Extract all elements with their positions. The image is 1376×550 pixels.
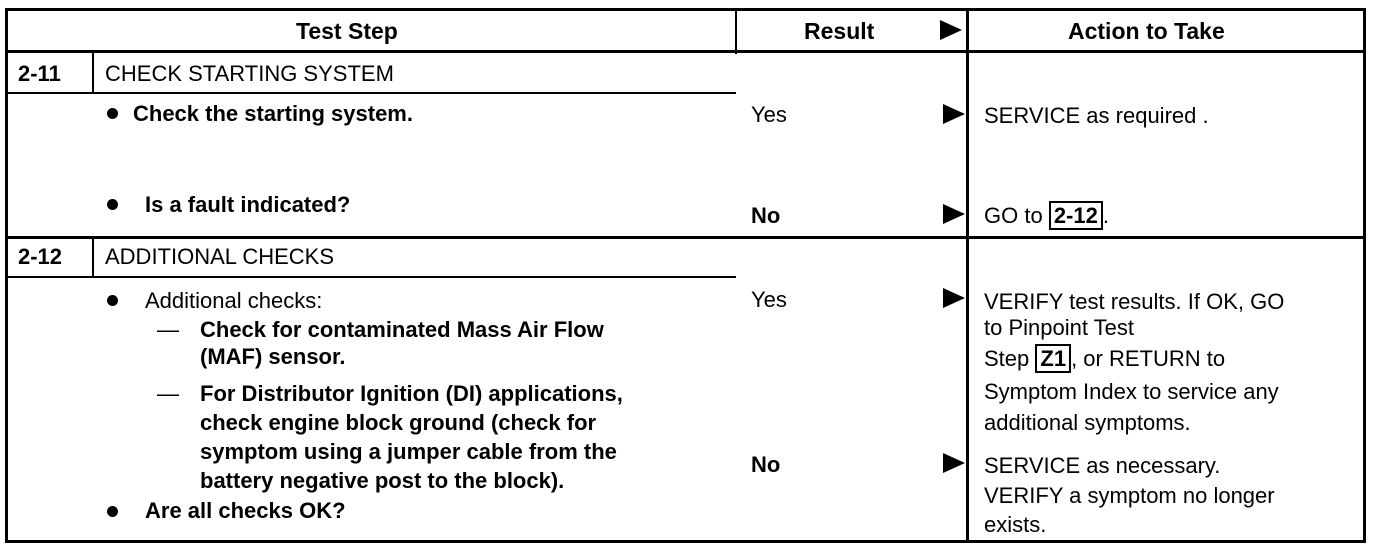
step-ref-link[interactable]: 2-12 bbox=[1048, 201, 1103, 230]
arrow-right-icon bbox=[943, 453, 965, 473]
arrow-right-icon bbox=[943, 288, 965, 308]
em-dash: — bbox=[157, 381, 179, 406]
action-step-line: Step Z1, or RETURN to bbox=[984, 344, 1226, 373]
col-divider-result bbox=[735, 8, 737, 54]
step-question: Is a fault indicated? bbox=[145, 192, 351, 217]
action-line: additional symptoms. bbox=[984, 410, 1191, 435]
bullet-icon bbox=[107, 506, 118, 517]
header-result: Result bbox=[804, 18, 875, 44]
action-text: SERVICE as required . bbox=[984, 103, 1209, 128]
action-goto: GO to 2-12. bbox=[984, 201, 1109, 230]
header-divider bbox=[5, 50, 1366, 53]
step-title: CHECK STARTING SYSTEM bbox=[105, 61, 394, 86]
action-line: VERIFY test results. If OK, GO bbox=[984, 289, 1285, 314]
action-line: exists. bbox=[984, 512, 1047, 537]
sub-instruction-line: check engine block ground (check for bbox=[200, 410, 597, 435]
action-goto-suffix: . bbox=[1102, 203, 1109, 228]
step-number-divider-2 bbox=[92, 236, 94, 278]
arrow-right-icon bbox=[943, 104, 965, 124]
bullet-icon bbox=[107, 295, 118, 306]
step-title: ADDITIONAL CHECKS bbox=[105, 244, 335, 269]
step-number: 2-12 bbox=[18, 244, 63, 269]
sub-instruction-line: battery negative post to the block). bbox=[200, 468, 565, 493]
sub-instruction-line: Check for contaminated Mass Air Flow bbox=[200, 317, 604, 342]
result-yes: Yes bbox=[751, 287, 787, 312]
table-left-border bbox=[5, 8, 8, 543]
sub-instruction-line: (MAF) sensor. bbox=[200, 344, 346, 369]
sub-instruction-line: symptom using a jumper cable from the bbox=[200, 439, 617, 464]
bullet-icon bbox=[107, 108, 118, 119]
step-instruction: Additional checks: bbox=[145, 288, 323, 313]
em-dash: — bbox=[157, 317, 179, 342]
action-step-suffix: , or RETURN to bbox=[1071, 346, 1226, 371]
action-line: VERIFY a symptom no longer bbox=[984, 483, 1275, 508]
action-line: SERVICE as necessary. bbox=[984, 453, 1221, 478]
action-goto-prefix: GO to bbox=[984, 203, 1043, 228]
step-separator bbox=[5, 236, 1366, 239]
table-right-border bbox=[1363, 8, 1366, 543]
table-bottom-border bbox=[5, 540, 1366, 543]
bullet-icon bbox=[107, 199, 118, 210]
table-top-border bbox=[5, 8, 1366, 11]
header-test-step: Test Step bbox=[296, 18, 398, 44]
arrow-right-icon bbox=[940, 20, 962, 40]
step-title-underline-2 bbox=[5, 276, 736, 278]
step-ref-link[interactable]: Z1 bbox=[1035, 344, 1072, 373]
step-instruction: Check the starting system. bbox=[133, 101, 413, 126]
step-question: Are all checks OK? bbox=[145, 498, 346, 523]
col-divider-action bbox=[966, 8, 969, 543]
step-title-underline-1 bbox=[5, 92, 736, 94]
header-action: Action to Take bbox=[1068, 18, 1225, 44]
result-no: No bbox=[751, 452, 781, 477]
arrow-right-icon bbox=[943, 204, 965, 224]
result-yes: Yes bbox=[751, 102, 787, 127]
result-no: No bbox=[751, 203, 781, 228]
sub-instruction-line: For Distributor Ignition (DI) applicatio… bbox=[200, 381, 623, 406]
action-line: Symptom Index to service any bbox=[984, 379, 1279, 404]
step-number-divider-1 bbox=[92, 52, 94, 94]
step-number: 2-11 bbox=[18, 61, 61, 86]
action-line: to Pinpoint Test bbox=[984, 315, 1135, 340]
action-step-prefix: Step bbox=[984, 346, 1030, 371]
